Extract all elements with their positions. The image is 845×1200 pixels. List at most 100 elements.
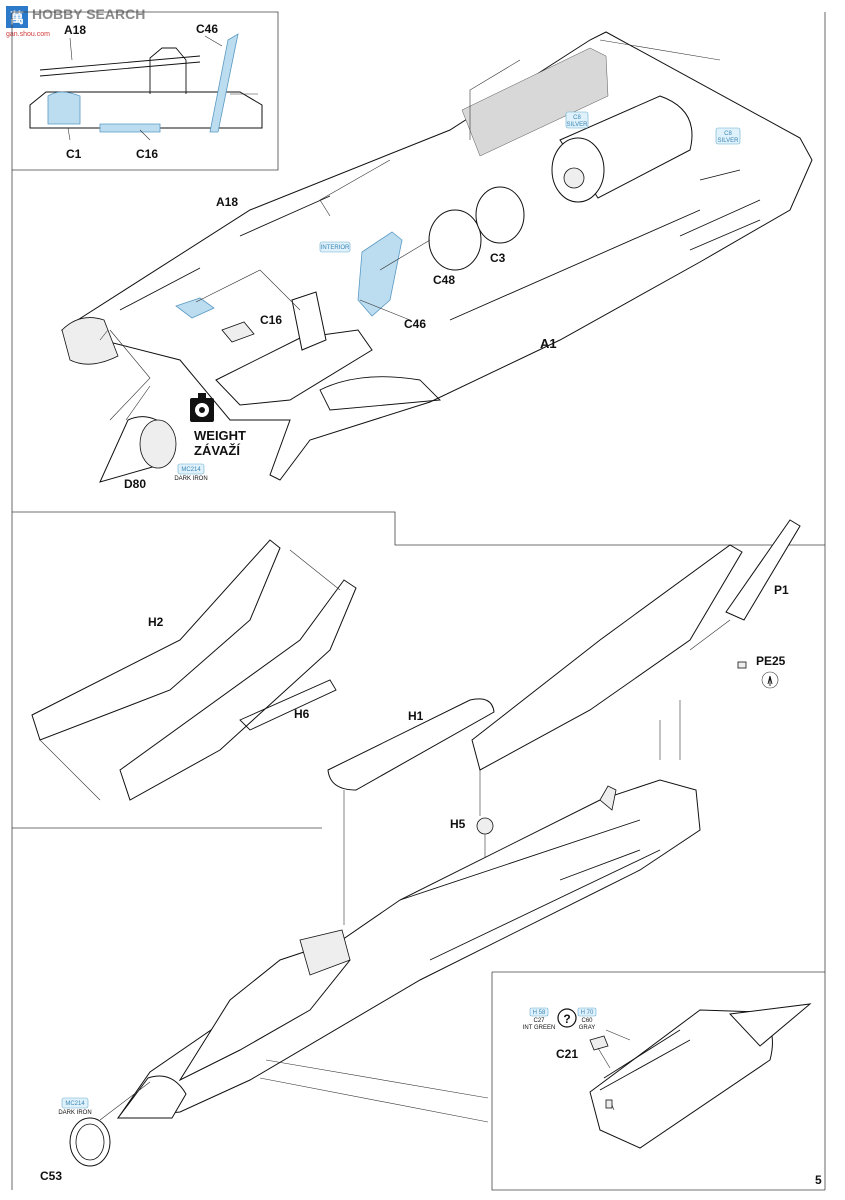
label-d80: D80 xyxy=(124,477,146,491)
inset-canopy-rail xyxy=(599,1029,691,1091)
nose-cone-base xyxy=(139,419,177,469)
inset-seat-frame xyxy=(149,47,187,94)
label-p1: P1 xyxy=(774,583,789,597)
engine-bay-silver-panel xyxy=(461,47,609,157)
nose-cone-d80 xyxy=(99,416,177,483)
fuselage-rear-details xyxy=(679,169,761,251)
paint-chip-silver-1: C8 SILVER xyxy=(565,111,589,129)
fin-half-right xyxy=(471,544,743,771)
label-h6: H6 xyxy=(294,707,310,721)
weight-note: WEIGHT ZÁVAŽÍ xyxy=(190,393,246,458)
intake-ring-inner xyxy=(75,1123,105,1161)
page-number: 5 xyxy=(815,1173,822,1187)
fuselage-intake-lip xyxy=(61,317,119,365)
label-a18: A18 xyxy=(216,195,238,209)
chip-name: INT GREEN xyxy=(523,1025,556,1031)
weight-label-en: WEIGHT xyxy=(194,428,246,443)
h5-leader-line xyxy=(479,770,486,860)
label-c16: C16 xyxy=(260,313,282,327)
inset-chip-gray: H 70 C60 GRAY xyxy=(577,1007,597,1031)
bottom-inset-frame xyxy=(491,971,825,1191)
chip-sub: C27 xyxy=(533,1018,545,1024)
chip-name: SILVER xyxy=(718,138,740,144)
watermark-name: HOBBY SEARCH xyxy=(32,6,145,22)
paint-chip-silver-2: C8 SILVER xyxy=(715,127,741,145)
chip-code: H 70 xyxy=(581,1010,594,1016)
chip-code: MC214 xyxy=(65,1101,85,1107)
chip-code: C8 xyxy=(724,131,732,137)
weight-label-cz: ZÁVAŽÍ xyxy=(194,443,240,458)
assembled-fin-stub xyxy=(599,785,617,811)
fuselage-panel-lines xyxy=(119,195,701,321)
bottom-inset-cockpit-detail: H 58 C27 INT GREEN ? H 70 C60 GRAY C21 xyxy=(523,1003,812,1149)
paint-chip-interior: INTERIOR xyxy=(319,241,351,253)
chip-sub: C60 xyxy=(581,1018,593,1024)
engine-exhaust-group xyxy=(551,95,693,203)
inset-label-c46: C46 xyxy=(196,22,218,36)
bottom-leader-lines xyxy=(99,1059,489,1123)
tail-half-h2 xyxy=(31,539,281,741)
label-h2: H2 xyxy=(148,615,164,629)
flip-arrow xyxy=(767,675,773,686)
chip-name: INTERIOR xyxy=(321,245,350,251)
label-c53: C53 xyxy=(40,1169,62,1183)
tail-h-leader-lines xyxy=(39,549,341,801)
watermark-logo-icon xyxy=(6,6,28,28)
top-inset-cockpit-detail: A18 C46 C1 C16 xyxy=(29,22,263,161)
ejection-seat xyxy=(291,291,327,351)
step-fuselage-assembly: C8 SILVER C8 SILVER INTERIOR MC214 DARK … xyxy=(60,31,813,491)
chip-name: SILVER xyxy=(567,122,589,128)
chip-name: DARK IRON xyxy=(58,1110,91,1116)
flip-part-icon xyxy=(761,671,779,689)
inset-nose-tip xyxy=(728,1003,812,1047)
inset-small-part xyxy=(605,1099,613,1109)
label-a1: A1 xyxy=(540,336,557,351)
chip-code: C8 xyxy=(573,115,581,121)
rudder-p1 xyxy=(725,519,801,621)
label-h5: H5 xyxy=(450,817,466,831)
inset-chip-int-green: H 58 C27 INT GREEN xyxy=(523,1007,556,1031)
question-icon: ? xyxy=(557,1008,577,1028)
cockpit-console xyxy=(221,321,255,343)
inset-tub xyxy=(29,91,263,129)
chip-name: GRAY xyxy=(579,1025,596,1031)
bulkhead-c46 xyxy=(357,231,403,317)
tail-h6-fairing xyxy=(239,679,337,731)
watermark: 萬 HOBBY SEARCH gan.shou.com xyxy=(6,6,145,38)
question-mark: ? xyxy=(563,1012,570,1026)
chip-code: H 58 xyxy=(533,1010,546,1016)
inset-leader-lines xyxy=(67,35,258,141)
label-h1: H1 xyxy=(408,709,424,723)
label-pe25: PE25 xyxy=(756,654,786,668)
bulkhead-c48 xyxy=(428,209,482,271)
label-c46: C46 xyxy=(404,317,426,331)
nose-leader-lines xyxy=(99,329,151,421)
section-divider-upper xyxy=(12,511,825,546)
inset-part-c21 xyxy=(589,1035,609,1051)
assembled-cockpit xyxy=(299,929,351,976)
inset-panel-c16 xyxy=(99,123,161,133)
top-inset-frame xyxy=(12,11,279,171)
fin-leader-lines xyxy=(659,619,731,760)
inset-label-c1: C1 xyxy=(66,147,82,161)
watermark-brand-char: 萬 xyxy=(10,10,24,26)
inset-a18-rails xyxy=(39,55,201,77)
label-c3: C3 xyxy=(490,251,506,265)
assembly-leader-lines xyxy=(109,39,721,421)
chip-name: DARK IRON xyxy=(174,476,207,482)
inset-label-a18: A18 xyxy=(64,23,86,37)
jet-pipe-nozzle xyxy=(563,167,585,189)
assembled-panel-lines xyxy=(399,819,661,961)
instrument-panel-c16 xyxy=(175,297,215,319)
bulkhead-c3 xyxy=(475,186,525,244)
paint-chip-dark-iron-bottom: MC214 DARK IRON xyxy=(58,1097,92,1116)
tail-half-h6 xyxy=(119,579,357,801)
inset-seat-c1 xyxy=(47,91,81,125)
paint-chip-dark-iron-top: MC214 DARK IRON xyxy=(174,463,208,482)
part-pe25 xyxy=(737,661,747,669)
label-c48: C48 xyxy=(433,273,455,287)
inset-label-c16: C16 xyxy=(136,147,158,161)
assembled-nose-cone xyxy=(117,1075,187,1119)
inset-bulkhead-c46 xyxy=(209,33,239,133)
